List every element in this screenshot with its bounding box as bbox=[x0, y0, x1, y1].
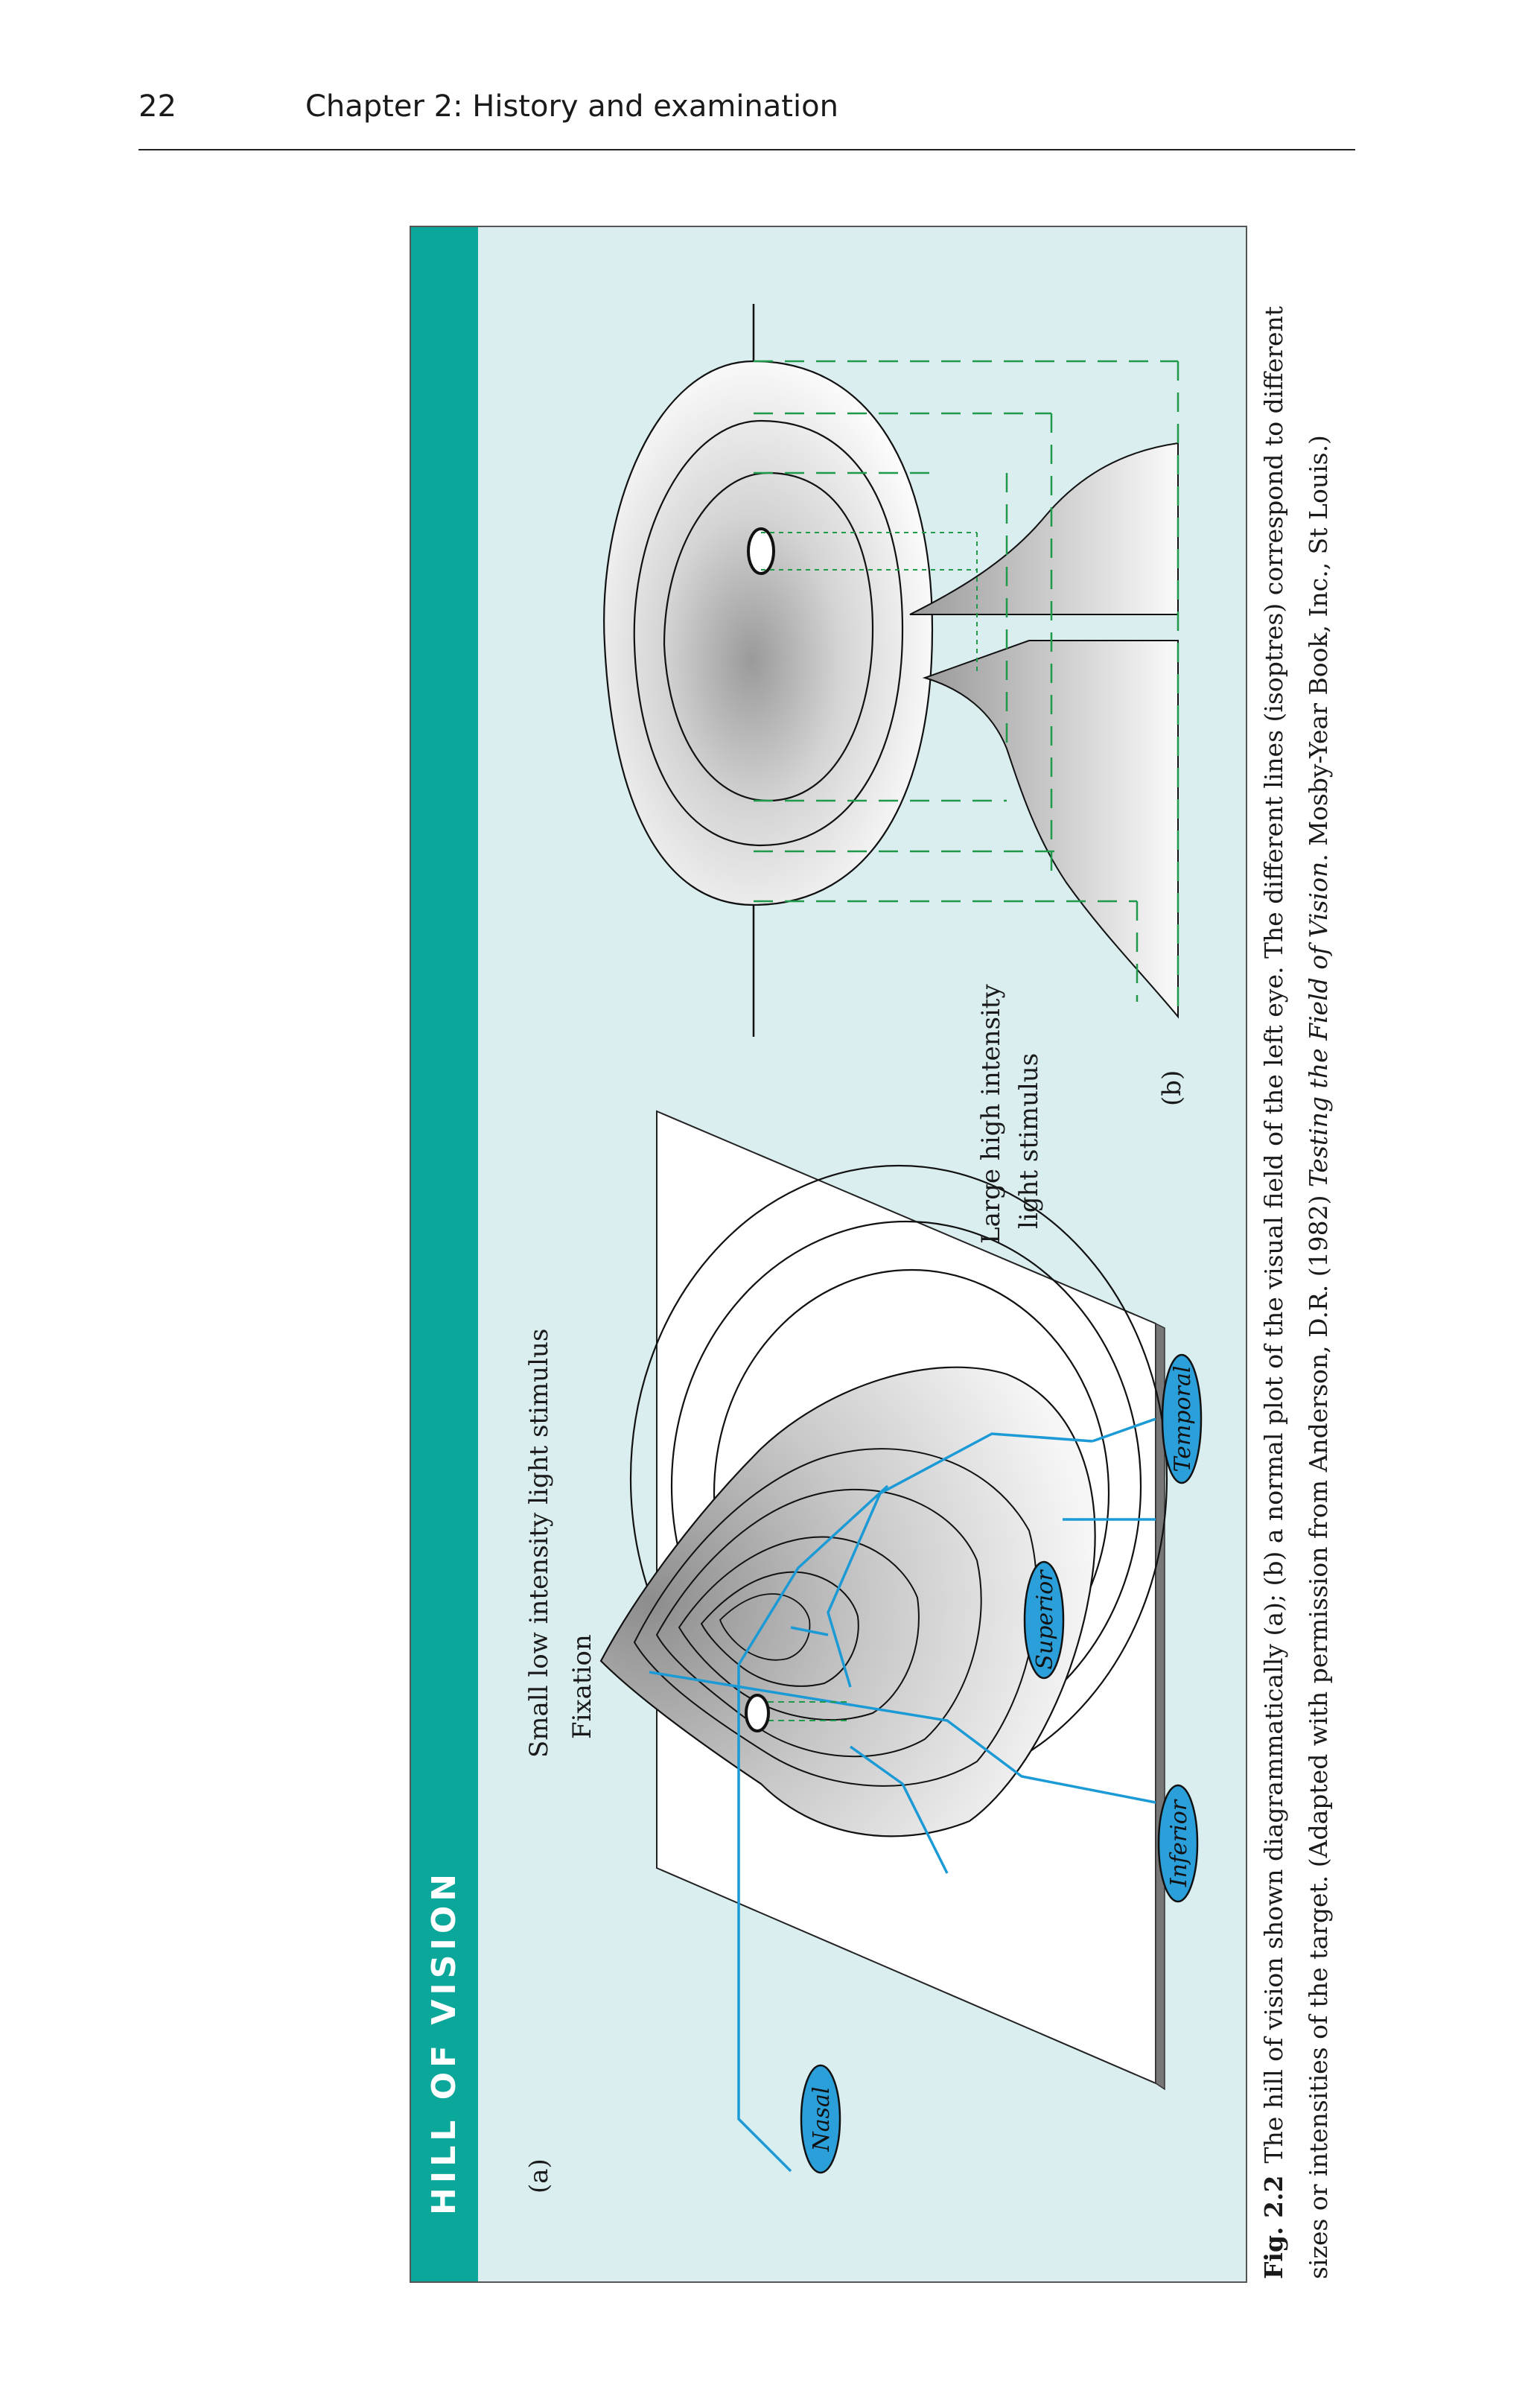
figure-illustration: Nasal Superior Temporal Inferior bbox=[599, 304, 1203, 2174]
pill-nasal: Nasal bbox=[800, 2064, 841, 2174]
caption-book-title: Testing the Field of Vision bbox=[1304, 861, 1333, 1188]
figure-title-strip: HILL OF VISION bbox=[411, 227, 478, 2281]
hill-3d-diagram: Nasal Superior Temporal Inferior bbox=[599, 1110, 1203, 2174]
pill-superior-label: Superior bbox=[1032, 1569, 1058, 1670]
figure-caption: Fig. 2.2The hill of vision shown diagram… bbox=[1247, 231, 1341, 2279]
fixation-target-a bbox=[745, 1694, 770, 1732]
guide-inferior bbox=[649, 1671, 1156, 1804]
pill-temporal-label: Temporal bbox=[1170, 1366, 1196, 1473]
pill-nasal-label: Nasal bbox=[809, 2086, 835, 2152]
figure-hill-of-vision: HILL OF VISION bbox=[410, 226, 1247, 2283]
pill-temporal: Temporal bbox=[1161, 1353, 1203, 1484]
hill-surface bbox=[599, 1366, 1096, 1837]
page-number: 22 bbox=[139, 89, 176, 124]
label-large-stimulus-line1: Large high intensity bbox=[976, 984, 1006, 1244]
label-large-stimulus-line2: light stimulus bbox=[1014, 1052, 1044, 1229]
field-outer-isopter bbox=[603, 360, 934, 906]
blind-spot-b bbox=[747, 527, 775, 575]
visual-field-plot bbox=[603, 304, 1179, 1037]
panel-a-label: (a) bbox=[524, 2158, 554, 2193]
page-header: 22 Chapter 2: History and examination bbox=[139, 82, 1355, 150]
label-fixation: Fixation bbox=[567, 1634, 597, 1739]
panel-b-label: (b) bbox=[1157, 1070, 1187, 1106]
label-small-stimulus: Small low intensity light stimulus bbox=[524, 1328, 554, 1758]
pill-inferior: Inferior bbox=[1157, 1784, 1199, 1903]
pill-inferior-label: Inferior bbox=[1166, 1799, 1192, 1887]
guide-temporal bbox=[827, 1432, 1093, 1688]
guide-nasal bbox=[737, 1484, 889, 2173]
caption-fig-label: Fig. 2.2 bbox=[1259, 2175, 1288, 2279]
caption-text-part2: . Mosby-Year Book, Inc., St Louis.) bbox=[1304, 435, 1333, 862]
base-plane-edge bbox=[1155, 1322, 1165, 2091]
chapter-title: Chapter 2: History and examination bbox=[305, 89, 838, 124]
profile-top bbox=[909, 442, 1179, 615]
pill-superior: Superior bbox=[1023, 1560, 1065, 1680]
